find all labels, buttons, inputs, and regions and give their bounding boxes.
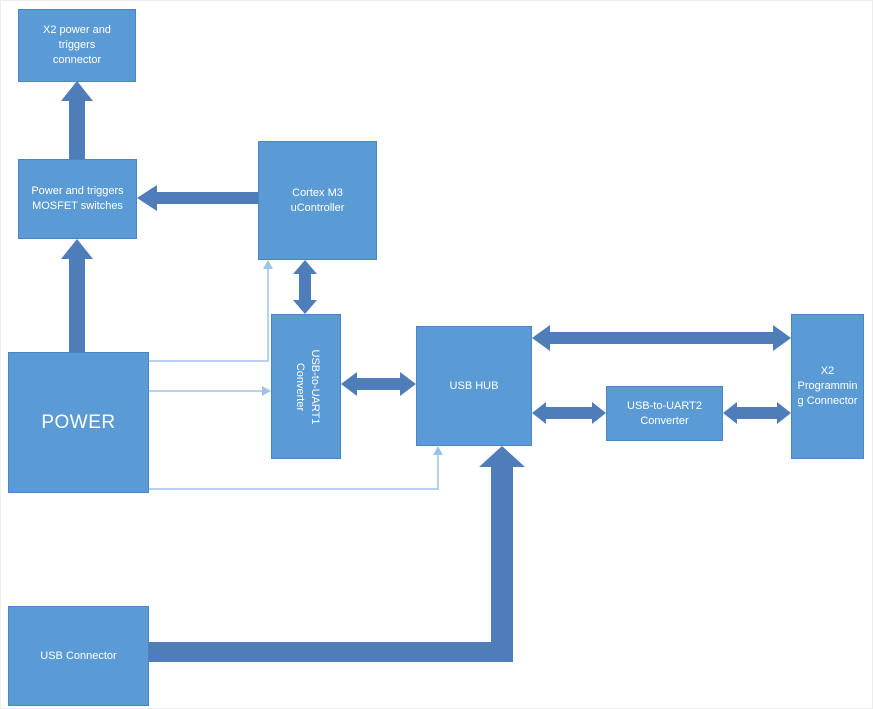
arrow-power-to-mosfet	[61, 239, 93, 352]
arrow-uart1-usbhub-bidirectional	[341, 372, 416, 396]
arrow-cortex-uart1-bidirectional	[293, 260, 317, 314]
arrow-usbhub-x2programming-bidirectional	[532, 325, 791, 351]
box-power: POWER	[8, 352, 149, 493]
box-mosfet-switches-label: Power and triggers MOSFET switches	[31, 185, 124, 212]
arrow-cortex-to-mosfet	[137, 185, 258, 211]
box-usb-to-uart1-converter-label: USB-to-UART1 Converter	[294, 349, 321, 425]
box-usb-connector: USB Connector	[8, 606, 149, 706]
box-x2-power-triggers-connector: X2 power and triggers connector	[18, 9, 136, 82]
arrow-uart2-x2programming-bidirectional	[723, 402, 791, 424]
box-usb-to-uart2-converter: USB-to-UART2 Converter	[606, 386, 723, 441]
box-usb-connector-label: USB Connector	[40, 649, 117, 662]
box-usb-hub: USB HUB	[416, 326, 532, 446]
box-power-label: POWER	[41, 411, 116, 433]
arrow-usbhub-uart2-bidirectional	[532, 402, 606, 424]
line-power-to-cortex	[149, 260, 273, 362]
arrow-mosfet-to-x2-power-connector	[61, 81, 93, 159]
box-usb-hub-label: USB HUB	[449, 379, 499, 392]
box-x2-power-triggers-connector-label: X2 power and triggers connector	[43, 24, 111, 66]
box-cortex-m3-label: Cortex M3 uController	[290, 186, 345, 214]
box-cortex-m3-ucontroller: Cortex M3 uController	[258, 141, 377, 260]
box-power-triggers-mosfet-switches: Power and triggers MOSFET switches	[18, 159, 137, 239]
line-power-to-uart1	[149, 386, 271, 396]
box-usb-to-uart2-converter-label: USB-to-UART2 Converter	[627, 399, 702, 427]
box-usb-to-uart1-converter: USB-to-UART1 Converter	[271, 314, 341, 459]
box-x2-programming-connector-label: X2 Programming Connector	[797, 365, 858, 407]
box-x2-programming-connector: X2 Programming Connector	[791, 314, 864, 459]
arrow-usbconnector-to-usbhub	[149, 446, 525, 662]
